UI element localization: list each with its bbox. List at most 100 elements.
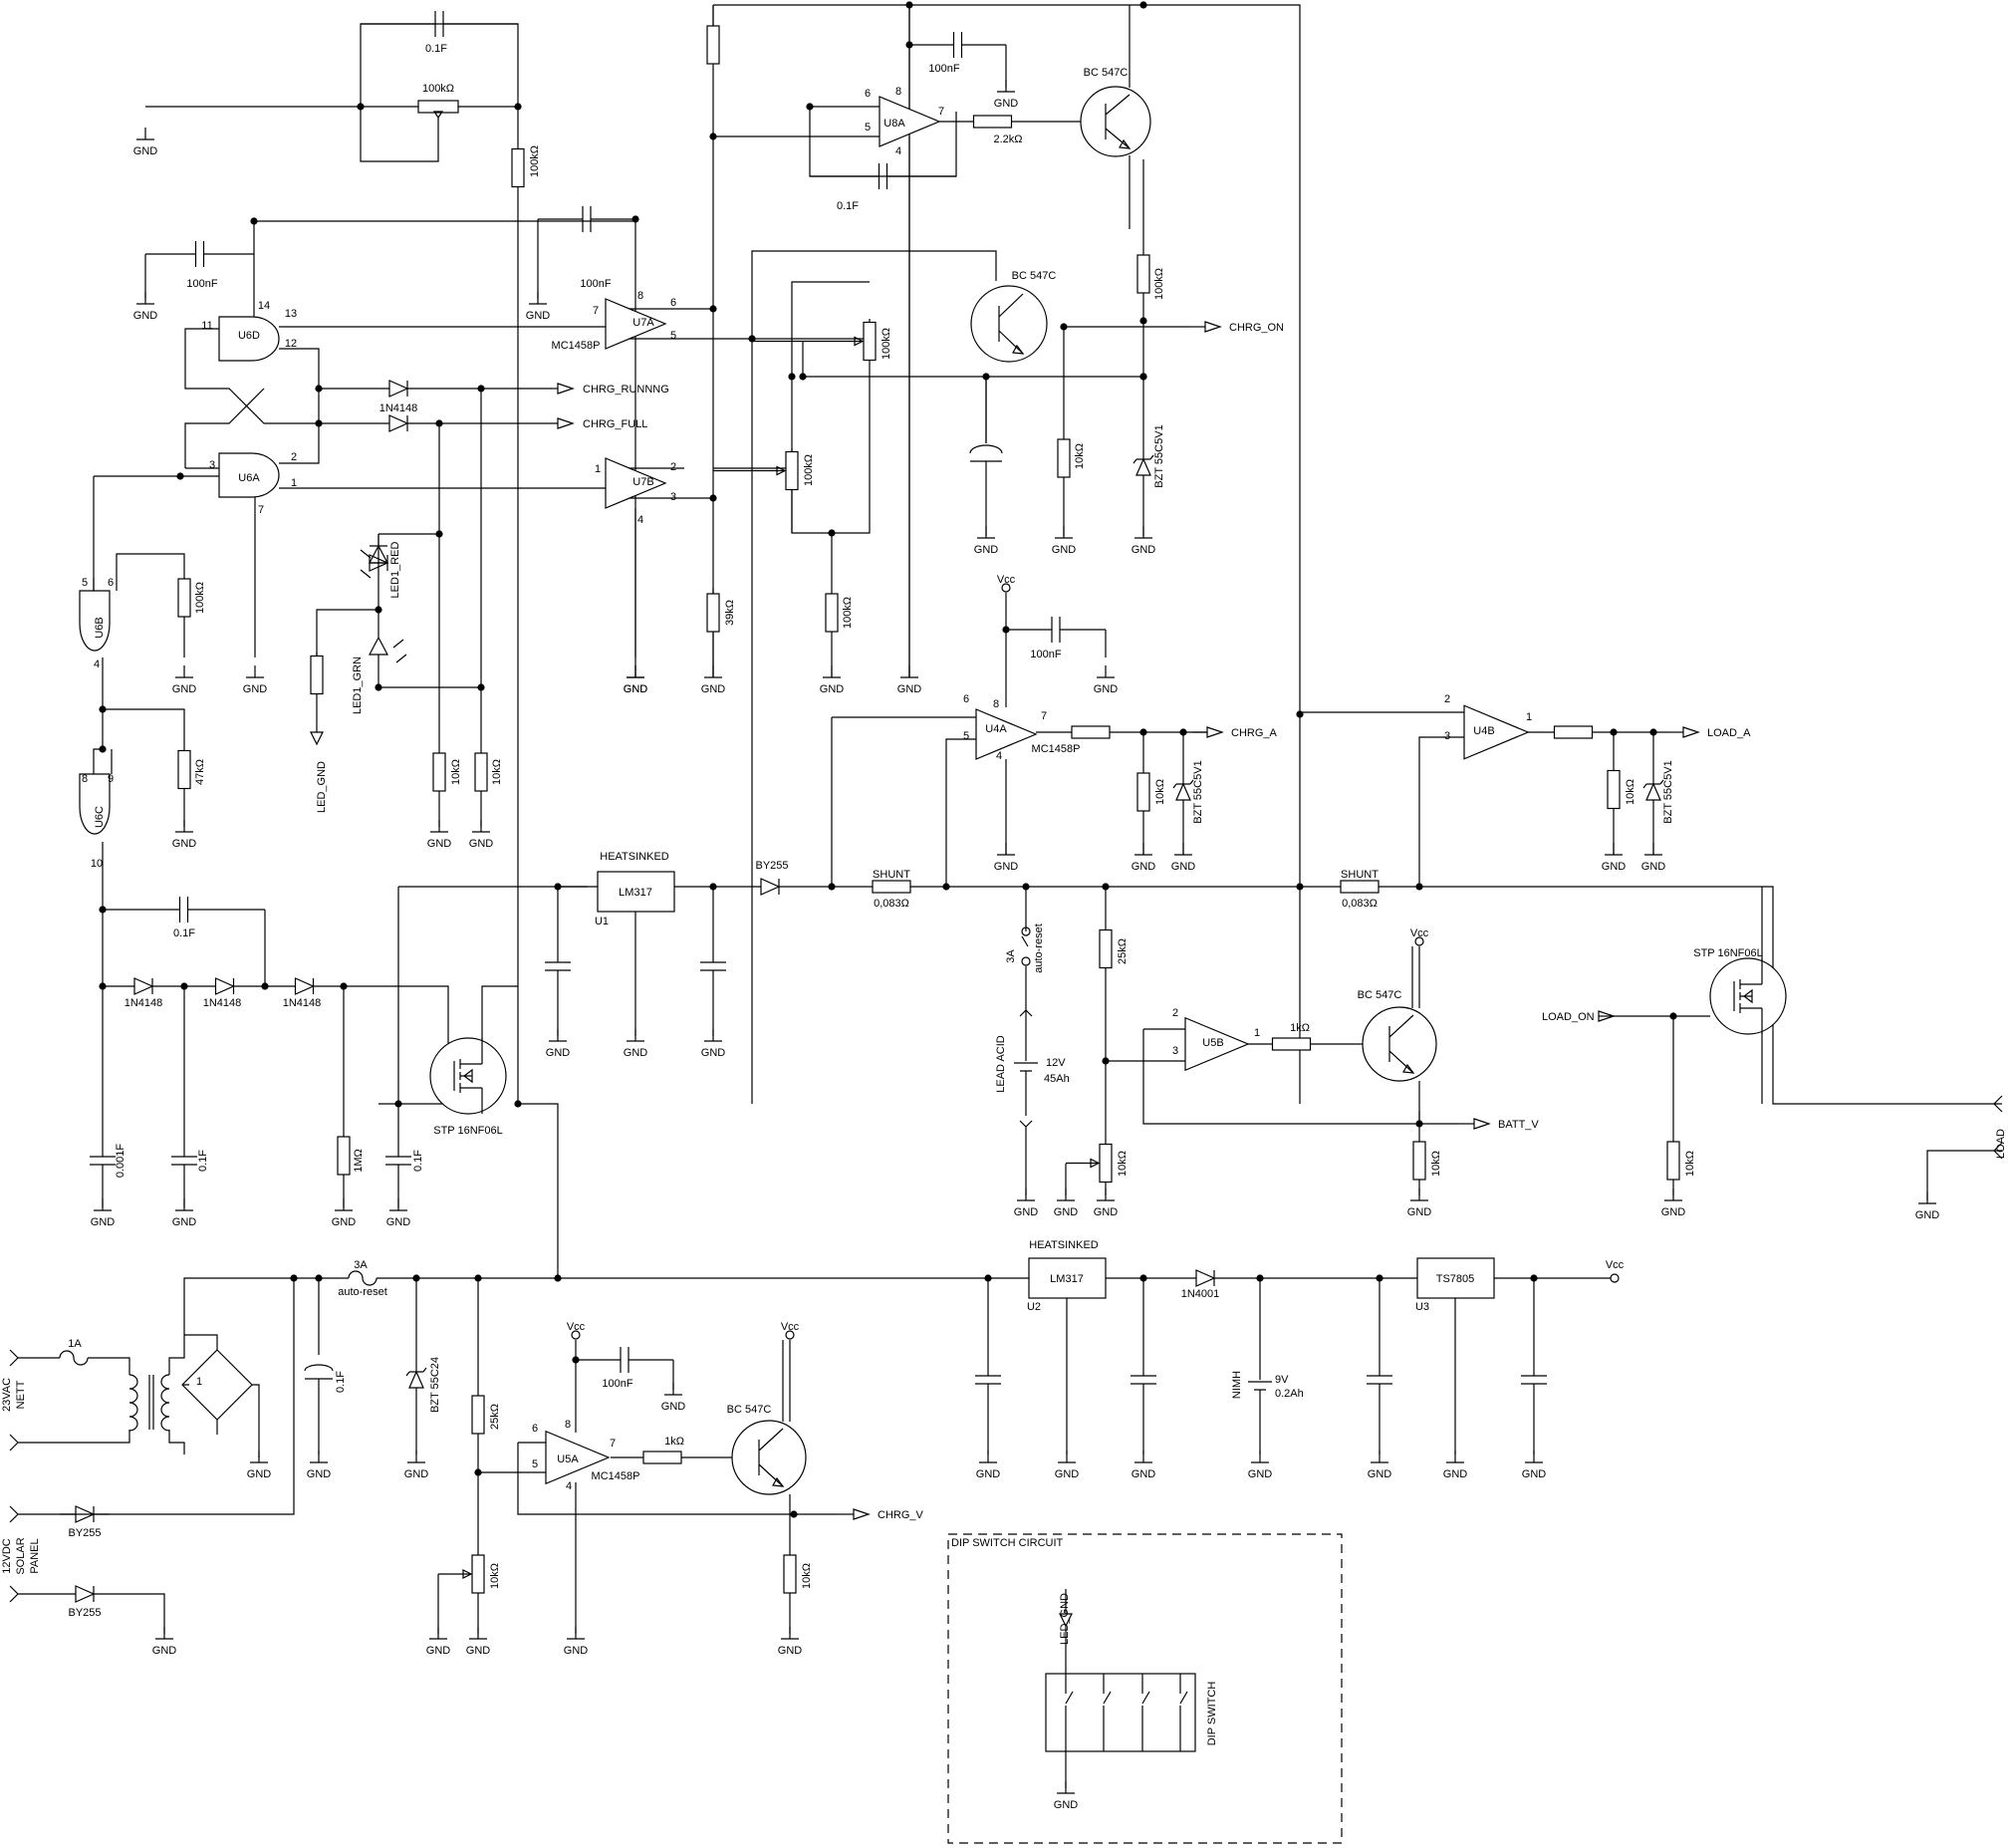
potentiometer xyxy=(417,100,459,114)
label-cap-100nf: 100nF xyxy=(602,1378,632,1390)
junction-dot xyxy=(375,683,382,691)
resistor xyxy=(1340,880,1380,894)
label-gnd: GND xyxy=(546,1047,571,1059)
npn-transistor xyxy=(731,1420,807,1495)
capacitor xyxy=(952,32,963,58)
wire xyxy=(103,708,185,742)
junction-dot xyxy=(905,1,913,9)
junction-dot xyxy=(984,1274,992,1282)
label-gnd: GND xyxy=(820,683,845,695)
label-p2: 2 xyxy=(670,461,676,473)
junction-dot xyxy=(340,982,348,990)
label-stp: STP 16NF06L xyxy=(1693,947,1763,959)
label-by255: BY255 xyxy=(68,1607,101,1619)
capacitor xyxy=(582,206,592,232)
npn-transistor xyxy=(1362,1006,1437,1082)
label-r-100k: 100kΩ xyxy=(880,328,892,360)
label-chrg-a: CHRG_A xyxy=(1231,727,1278,739)
label-p5: 5 xyxy=(532,1458,538,1470)
junction-dot xyxy=(250,217,258,225)
net-flag xyxy=(1682,726,1700,738)
label-cap-01f: 0.1F xyxy=(837,200,859,212)
capacitor xyxy=(194,241,205,267)
label-lead-acid: LEAD ACID xyxy=(995,1035,1007,1093)
label-gnd: GND xyxy=(624,683,648,695)
capacitor xyxy=(545,961,571,971)
resistor xyxy=(1412,1141,1426,1181)
npn-transistor xyxy=(1080,86,1151,157)
label-nimh: NIMH xyxy=(1231,1371,1243,1399)
label-gnd: GND xyxy=(332,1216,357,1228)
resistor xyxy=(337,1136,351,1176)
connector xyxy=(1993,1142,2003,1160)
wire xyxy=(831,716,976,887)
label-gnd: GND xyxy=(526,310,551,322)
label-r-25k: 25kΩ xyxy=(1117,938,1129,964)
npn-transistor xyxy=(970,285,1048,363)
mosfet-arrow xyxy=(463,1068,473,1084)
resistor xyxy=(1553,725,1594,739)
capacitor xyxy=(385,1156,411,1166)
emitter-arrow xyxy=(1402,1063,1415,1074)
junction-dot xyxy=(572,1356,580,1364)
regulator-u2 xyxy=(1028,1257,1107,1299)
label-p2: 2 xyxy=(291,451,297,463)
label-nett-1: 23VAC xyxy=(1,1378,13,1412)
junction-dot xyxy=(1139,728,1147,736)
junction-dot xyxy=(1002,626,1010,634)
label-gnd: GND xyxy=(1132,544,1156,556)
label-r-10k: 10kΩ xyxy=(1684,1151,1696,1177)
label-gnd: GND xyxy=(624,683,648,695)
capacitor xyxy=(1131,1375,1156,1385)
label-gnd: GND xyxy=(701,683,726,695)
net-flag xyxy=(557,383,575,395)
mosfet-leads xyxy=(453,1038,483,1114)
label-u1: U1 xyxy=(595,916,609,927)
junction-dot xyxy=(709,883,717,891)
regulator-u3 xyxy=(1416,1257,1495,1299)
net-flag xyxy=(1059,1613,1073,1628)
label-gnd: GND xyxy=(1522,1468,1547,1480)
junction-dot xyxy=(942,883,950,891)
resistor xyxy=(872,880,911,894)
label-gnd: GND xyxy=(426,1645,451,1657)
label-gnd: GND xyxy=(172,1216,197,1228)
junction-dot xyxy=(1669,1012,1677,1020)
diode xyxy=(388,414,409,432)
resistor xyxy=(471,1554,485,1594)
wire xyxy=(184,388,265,468)
wire xyxy=(360,23,519,107)
label-u4b: U4B xyxy=(1473,725,1494,737)
capacitor xyxy=(90,1156,116,1166)
label-gnd: GND xyxy=(469,838,494,850)
label-cap-01f: 0.1F xyxy=(197,1150,209,1172)
junction-dot xyxy=(631,215,639,223)
op-amp xyxy=(1184,1016,1250,1072)
junction-dot xyxy=(474,1274,482,1282)
label-gnd: GND xyxy=(1443,1468,1468,1480)
label-chrg-running: CHRG_RUNNNG xyxy=(583,384,669,396)
label-heatsinked: HEATSINKED xyxy=(600,851,669,863)
connector xyxy=(1019,1120,1033,1128)
label-stp: STP 16NF06L xyxy=(433,1125,503,1137)
label-bc547: BC 547C xyxy=(1358,989,1402,1001)
junction-dot xyxy=(99,745,107,753)
label-nett-2: NETT xyxy=(15,1380,27,1409)
resistor xyxy=(706,25,720,65)
text-labels: GND0.1F100kΩ100kΩ0.1FGND100nFU8A658472.2… xyxy=(1,43,2007,1811)
wire xyxy=(93,709,113,774)
junction-dot xyxy=(477,385,485,393)
and-gate xyxy=(79,773,111,835)
label-p8: 8 xyxy=(565,1419,571,1431)
label-r-1m: 1MΩ xyxy=(353,1149,365,1173)
junction-dot xyxy=(1139,1,1147,9)
label-r-shunt: 0,083Ω xyxy=(1342,898,1378,910)
label-d1n4148: 1N4148 xyxy=(379,402,418,414)
connector xyxy=(9,1505,19,1603)
resistor xyxy=(1666,1141,1680,1181)
resistor xyxy=(310,655,324,695)
resistor xyxy=(474,752,488,792)
capacitor xyxy=(620,1347,629,1373)
diode xyxy=(294,977,315,995)
connector xyxy=(1993,1095,2003,1113)
